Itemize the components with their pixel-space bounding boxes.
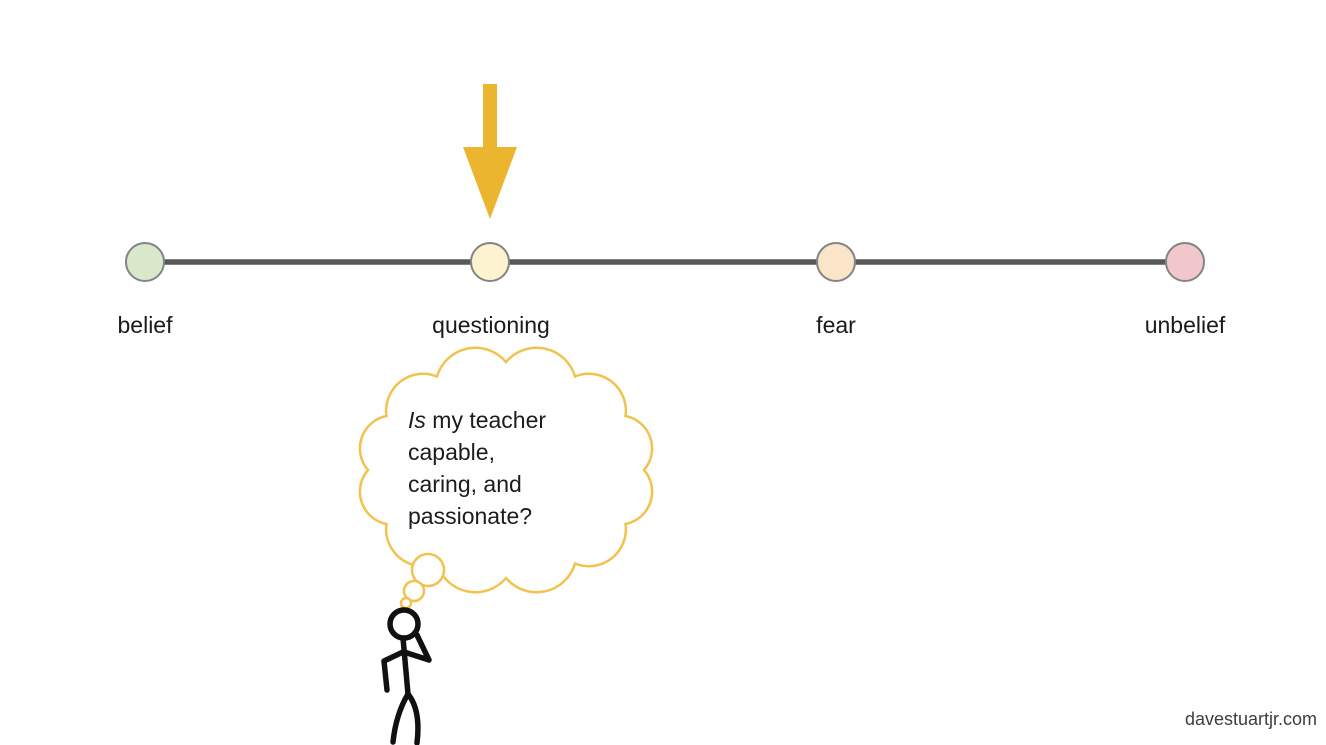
stick-figure-arm-chin (401, 632, 432, 663)
node-unbelief (1165, 242, 1205, 282)
node-belief (125, 242, 165, 282)
thought-bubble-line: capable, (408, 439, 495, 465)
thought-trail-bubble-medium (402, 579, 426, 603)
node-label-unbelief: unbelief (1144, 312, 1226, 338)
stick-figure-leg-left (390, 691, 411, 745)
stick-figure (381, 607, 432, 745)
stick-figure-leg-right (405, 691, 421, 745)
watermark: davestuartjr.com (1184, 709, 1317, 729)
thought-trail-bubble-small (399, 596, 413, 610)
node-questioning (470, 242, 510, 282)
down-arrow-icon (463, 84, 517, 219)
thought-bubble-text: Is my teacher capable, caring, and passi… (408, 404, 546, 532)
thought-trail-bubble-large (410, 552, 446, 588)
thought-bubble-line: Is my teacher (408, 407, 547, 433)
node-label-questioning: questioning (432, 312, 550, 338)
thought-bubble-outline (358, 346, 654, 594)
node-fear (816, 242, 856, 282)
node-label-fear: fear (816, 312, 856, 338)
thought-bubble-italic-word: Is (408, 407, 426, 433)
stick-figure-arm-left (381, 649, 406, 693)
thought-bubble-line: passionate? (408, 503, 533, 529)
stick-figure-body (400, 635, 411, 697)
node-label-belief: belief (117, 312, 173, 338)
thought-bubble-line: caring, and (408, 471, 522, 497)
stick-figure-head (387, 607, 421, 641)
